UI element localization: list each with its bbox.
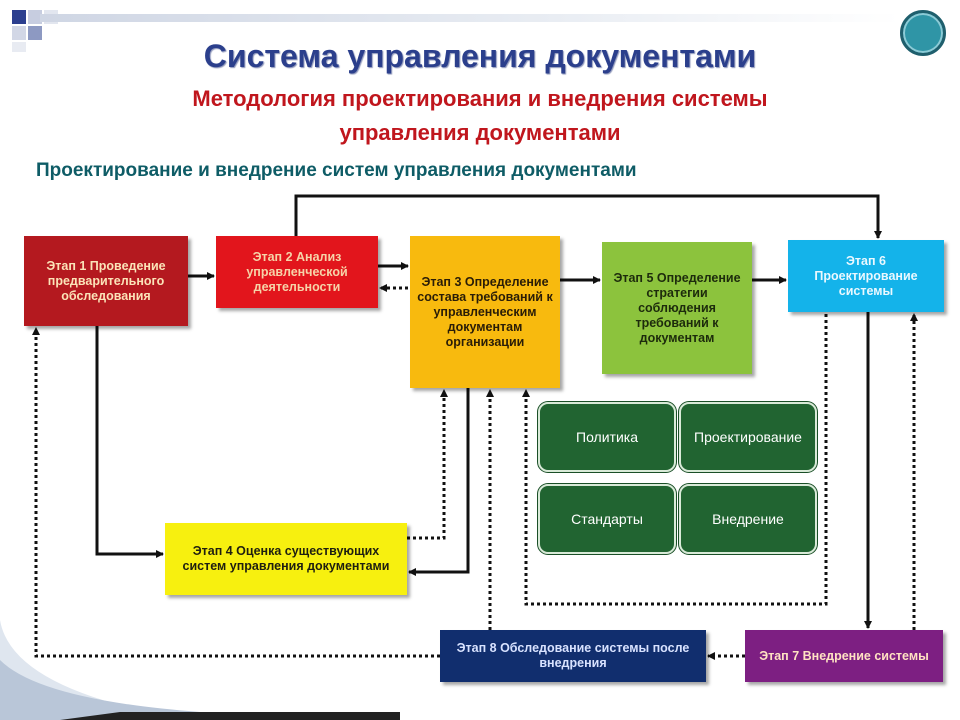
component-policy: Политика <box>538 402 676 472</box>
subtitle-line-1: Методология проектирования и внедрения с… <box>192 86 768 111</box>
component-design: Проектирование <box>679 402 817 472</box>
bottom-left-swoosh <box>0 620 400 720</box>
stage-8-box: Этап 8 Обследование системы после внедре… <box>440 630 706 682</box>
subtitle-line-2: управления документами <box>339 120 621 145</box>
component-standards: Стандарты <box>538 484 676 554</box>
corner-circle-icon[interactable] <box>900 10 946 56</box>
stage-4-box: Этап 4 Оценка существующих систем управл… <box>165 523 407 595</box>
arrow-s3-s4 <box>408 388 470 576</box>
arrow-s1-s4 <box>95 326 164 558</box>
stage-5-box: Этап 5 Определение стратегии соблюдения … <box>602 242 752 374</box>
diagram-heading: Проектирование и внедрение систем управл… <box>36 160 637 181</box>
page-subtitle: Методология проектирования и внедрения с… <box>60 82 900 150</box>
header-decor-bar <box>40 14 900 22</box>
dotted-loop-components <box>522 314 828 606</box>
stage-7-box: Этап 7 Внедрение системы <box>745 630 943 682</box>
stage-3-box: Этап 3 Определение состава требований к … <box>410 236 560 388</box>
stage-1-box: Этап 1 Проведение предварительного обсле… <box>24 236 188 326</box>
stage-6-box: Этап 6 Проектирование системы <box>788 240 944 312</box>
stage-2-box: Этап 2 Анализ управленческой деятельност… <box>216 236 378 308</box>
arrow-s3-s6-top <box>294 194 882 239</box>
component-implementation: Внедрение <box>679 484 817 554</box>
page-title: Система управления документами <box>203 38 757 74</box>
dotted-s8-s1 <box>32 327 440 658</box>
dotted-s4-s3 <box>407 389 448 540</box>
